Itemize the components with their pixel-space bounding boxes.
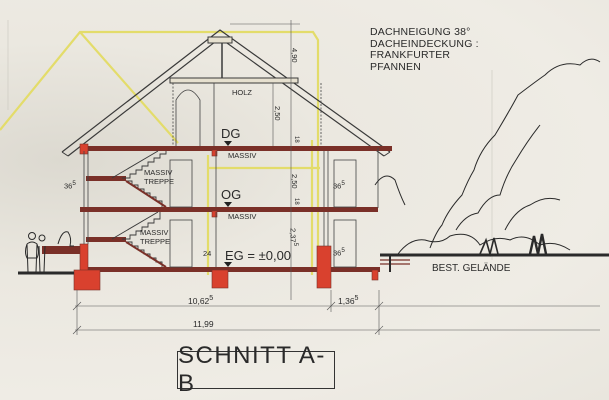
dim-width-total: 11,99 <box>193 319 214 329</box>
attic-ceiling-material: HOLZ <box>232 88 253 97</box>
dim-eg-height: 2,375 <box>288 228 300 247</box>
dim-width-main: 10,625 <box>188 294 214 306</box>
og-slab <box>80 207 378 212</box>
dg-slab-material: MASSIV <box>228 151 257 160</box>
og-landing <box>86 176 126 181</box>
dim-floor-eg: 24 <box>203 249 212 258</box>
level-dg: DG <box>221 126 241 141</box>
dim-og-height: 2,50 <box>290 174 299 189</box>
dim-dg-slab: 18 <box>293 136 299 143</box>
roof <box>61 29 391 157</box>
dim-og-slab: 18 <box>293 198 299 205</box>
level-og: OG <box>221 187 242 202</box>
roof-covering-note: DACHEINDECKUNG : <box>370 37 479 50</box>
dim-dg-height: 2,50 <box>273 106 282 121</box>
drawing-title-box: SCHNITT A-B <box>177 342 335 397</box>
stairs <box>111 150 167 268</box>
dimension-lines <box>72 20 600 335</box>
eg-landing <box>86 237 126 242</box>
dim-width-extra: 1,365 <box>338 294 359 306</box>
level-eg: EG = ±0,00 <box>225 248 292 263</box>
dim-wall-right-eg: 365 <box>333 247 345 258</box>
stair-lower-label: MASSIV TREPPE <box>140 228 171 246</box>
neighbor-roof-outline <box>0 30 320 275</box>
roof-tile-note-1: FRANKFURTER <box>370 49 451 61</box>
terrain <box>18 246 609 275</box>
eg-slab <box>80 267 380 272</box>
dim-roof-height: 4,90 <box>290 48 299 63</box>
people-figures <box>25 231 74 273</box>
level-markers <box>224 141 232 267</box>
walls <box>83 83 379 268</box>
og-slab-material: MASSIV <box>228 212 257 221</box>
vegetation <box>374 58 601 258</box>
roof-pitch-note: DACHNEIGUNG 38° <box>370 26 471 38</box>
dim-wall-right-og: 365 <box>333 180 345 191</box>
roof-tile-note-2: PFANNEN <box>370 60 421 73</box>
roof-notes: DACHNEIGUNG 38° DACHEINDECKUNG : FRANKFU… <box>370 26 479 73</box>
stair-upper-label: MASSIV TREPPE <box>144 168 175 186</box>
drawing-title: SCHNITT A-B <box>178 342 326 397</box>
dim-wall-left: 365 <box>64 180 76 191</box>
floor-slabs <box>80 146 392 272</box>
dg-slab <box>80 146 392 151</box>
terrain-label: BEST. GELÄNDE <box>432 263 511 274</box>
construction-lines <box>7 20 493 260</box>
